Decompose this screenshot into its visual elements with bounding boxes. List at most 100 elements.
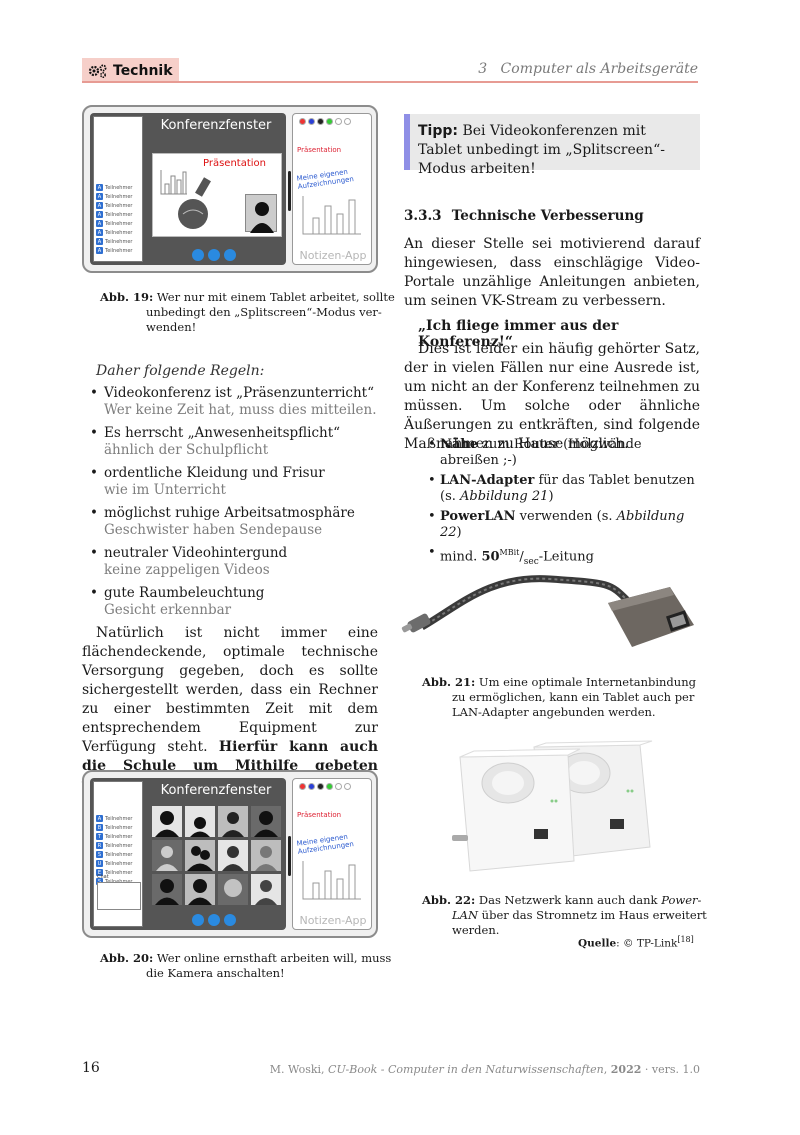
camera-button[interactable] [208,249,220,261]
color-swatch[interactable] [326,118,333,125]
list-item: möglichst ruhige ArbeitsatmosphäreGeschw… [82,505,378,539]
page-number: 16 [82,1060,100,1076]
splitscreen-handle[interactable] [288,836,291,876]
list-item: PowerLAN verwenden (s. Abbildung 22) [404,509,700,541]
splitscreen-handle[interactable] [288,171,291,211]
figure-22-source: Quelle: © TP-Link[18] [578,935,694,950]
screen-share-button[interactable] [224,914,236,926]
participant-badge: A [96,220,103,227]
participant-badge: R [96,842,103,849]
participant-badge: A [96,193,103,200]
participant-badge: A [96,815,103,822]
tip-text: Bei Videokonferenzen mit Tablet unbeding… [418,123,665,177]
color-swatch[interactable] [326,783,333,790]
color-swatch[interactable] [335,118,342,125]
chat-label: Chat [97,874,109,880]
person-silhouette-icon [156,846,178,871]
participant-badge: S [96,878,103,885]
sketch-chart [302,861,361,900]
notes-presentation-heading: Präsentation [297,146,342,154]
person-silhouette-icon [250,202,274,233]
participant-video [152,806,182,837]
participant-badge: E [96,869,103,876]
participant-video [152,874,182,905]
list-item: Videokonferenz ist „Präsenzunterricht“We… [82,385,378,419]
participant-video [218,874,248,905]
person-silhouette-icon [222,846,244,871]
quote-heading: „Ich fliege immer aus der Konferenz!“ [418,318,619,350]
color-swatch[interactable] [317,783,324,790]
participant-video [218,840,248,871]
rules-section: Daher folgende Regeln: Videokonferenz is… [82,363,378,625]
call-controls [192,914,236,926]
participant-badge: T [96,833,103,840]
participant-video [152,840,182,871]
participant-badge: U [96,860,103,867]
figure-21-caption: Abb. 21: Um eine optimale Internetanbind… [422,675,696,719]
participant-badge: A [96,211,103,218]
flask-icon [178,177,211,229]
color-swatch[interactable] [317,118,324,125]
person-silhouette-icon [187,846,213,871]
list-item: Es herrscht „Anwesenheitspflicht“ähnlich… [82,425,378,459]
color-swatch[interactable] [335,783,342,790]
notes-app-label: Notizen-App [299,249,367,262]
list-item: LAN-Adapter für das Tablet benutzen(s. A… [404,473,700,505]
section-badge: Technik [82,58,179,81]
screen-share-button[interactable] [224,249,236,261]
participant-video [218,806,248,837]
participant-badge: A [96,184,103,191]
participant-video [185,840,215,871]
chat-input[interactable] [97,882,141,910]
gears-icon [88,64,107,78]
color-swatch[interactable] [308,118,315,125]
bar-chart-icon [160,170,187,195]
conference-window-title: Konferenzfenster [160,118,272,133]
presentation-title: Präsentation [203,158,266,169]
measures-list: Nähe zum Router (Holzwände abreißen ;-) … [404,437,700,574]
participant-video [251,874,281,905]
microphone-button[interactable] [192,249,204,261]
color-swatch[interactable] [344,783,351,790]
microphone-button[interactable] [192,914,204,926]
participant-badge: A [96,247,103,254]
tip-box: Tipp: Bei Videokonferenzen mit Tablet un… [404,114,700,177]
section-heading: 3.3.3 Technische Verbesserung [404,208,644,224]
color-swatch[interactable] [344,118,351,125]
footer-citation: M. Woski, CU-Book - Computer in den Natu… [269,1063,700,1076]
video-gallery [152,806,282,905]
header-rule [82,81,698,83]
rules-heading: Daher folgende Regeln: [96,363,265,379]
color-swatch[interactable] [299,118,306,125]
person-silhouette-icon [255,846,277,871]
figure-19-caption: Abb. 19: Wer nur mit einem Tablet arbeit… [100,290,395,334]
notes-presentation-heading: Präsentation [297,811,342,819]
chat-panel: Chat [97,874,141,926]
participant-video [251,806,281,837]
color-palette [299,118,351,125]
camera-button[interactable] [208,914,220,926]
page-header: Technik 3 Computer als Arbeitsgeräte [82,58,698,84]
color-swatch[interactable] [308,783,315,790]
color-swatch[interactable] [299,783,306,790]
person-silhouette-icon [255,880,277,905]
